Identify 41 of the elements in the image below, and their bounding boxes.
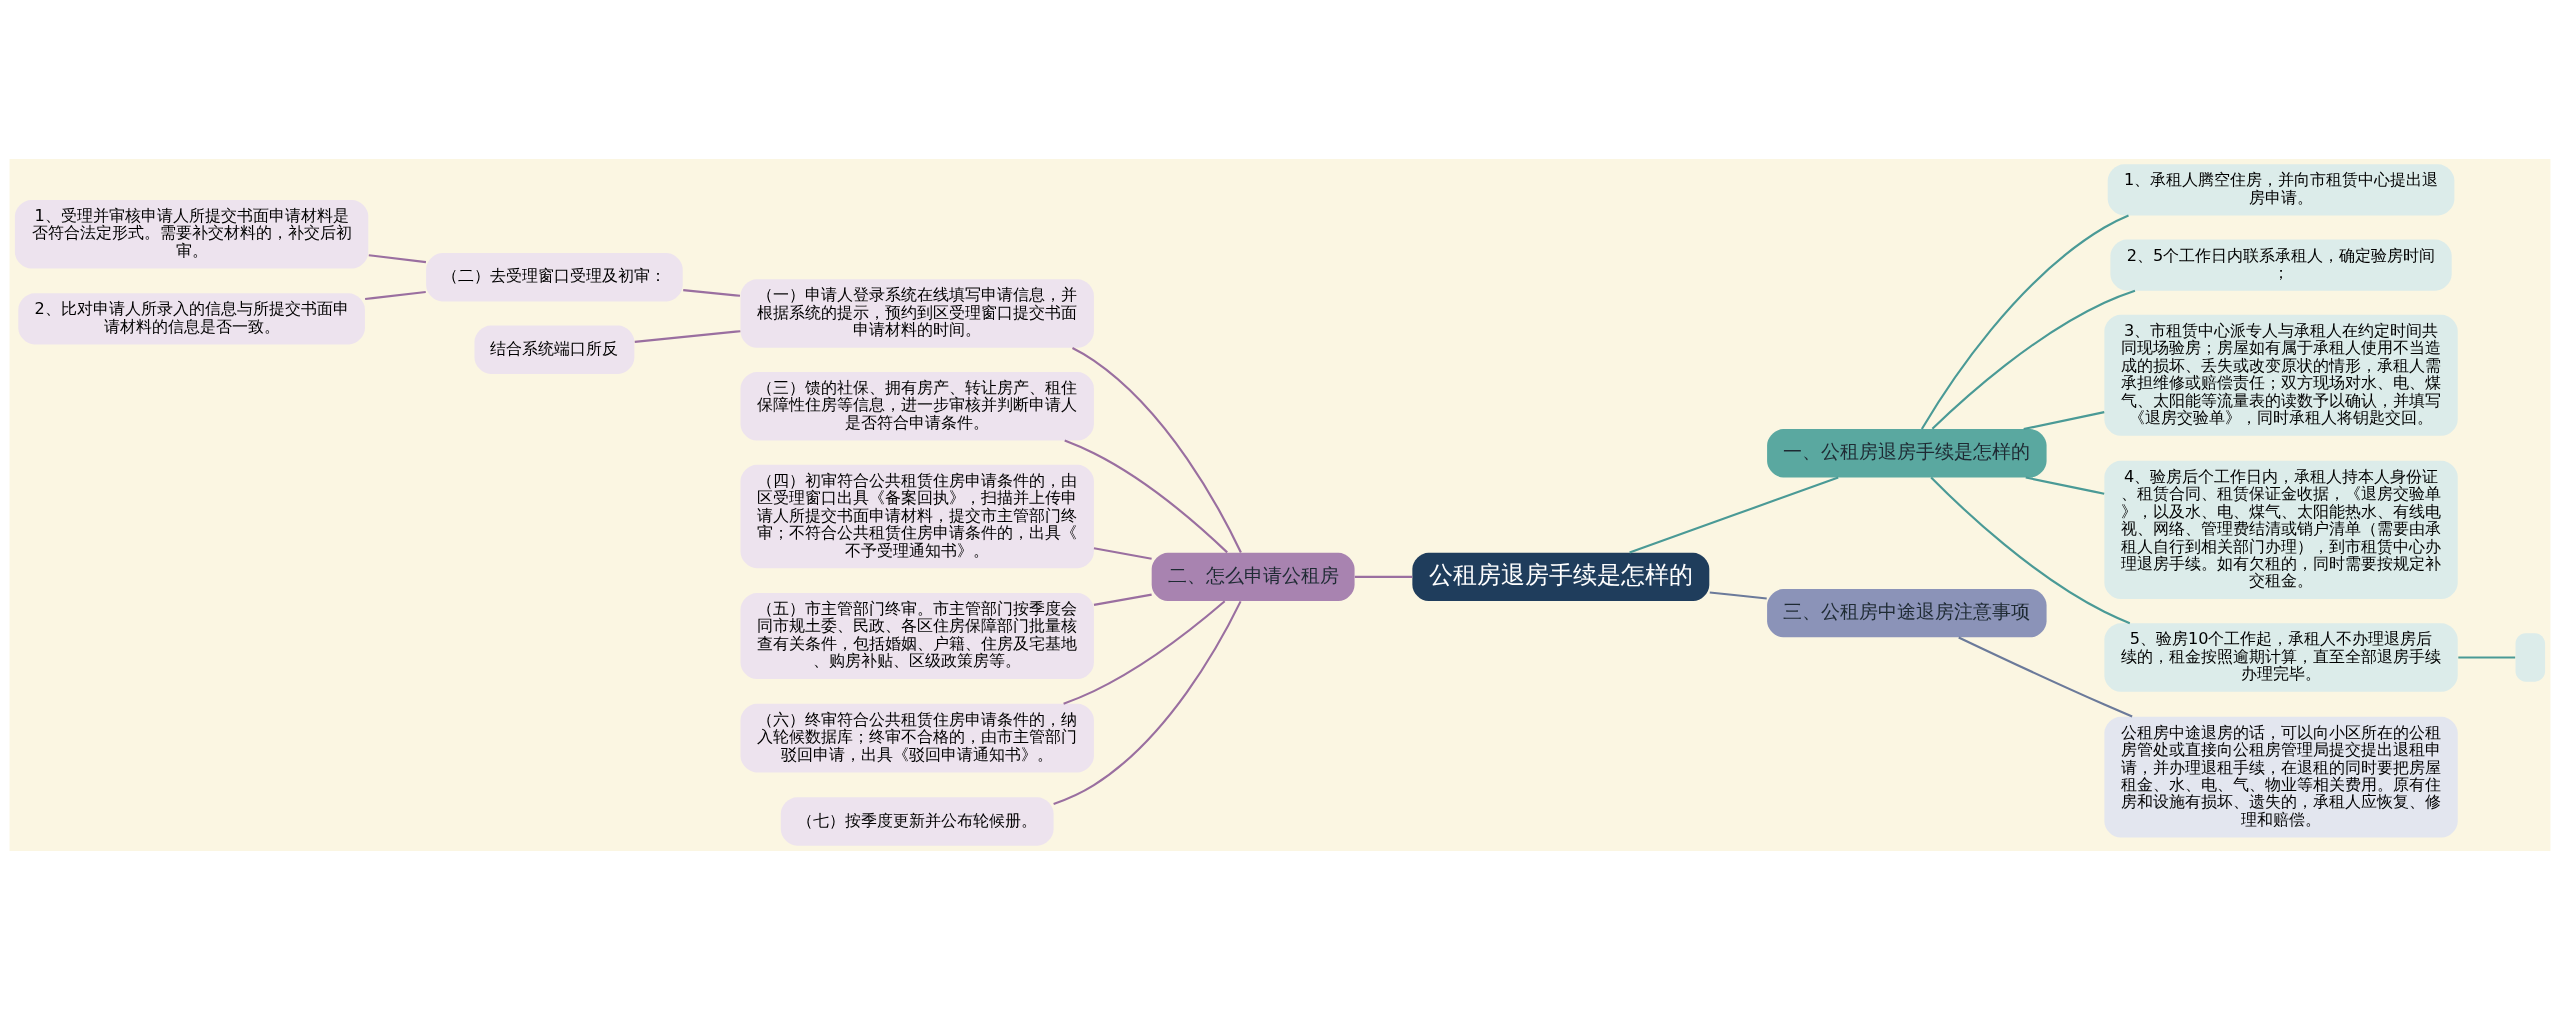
connector — [1629, 476, 1839, 554]
node-box: 4、验房后个工作日内，承租人持本人身份证、租赁合同、租赁保证金收据，《退房交验单》，以及水、电、煤气、太阳能热水、有线电视、网络、管理费结清或销户清单（需要由承租人自行到相关部门办理），到市租赁中心办理退房手续。如有欠租的，同时需要按规定补交租金。 — [2104, 460, 2458, 600]
node-box: （七）按季度更新并公布轮候册。 — [780, 797, 1054, 846]
node-box: 公租房中途退房的话，可以向小区所在的公租房管处或直接向公租房管理局提交提出退租申请，并办理退租手续，在退租的同时要把房屋租金、水、电、气、物业等相关费用。原有住房和设施有损坏、遗失的，承租人应恢复、修理和赔偿。 — [2104, 716, 2458, 838]
node-box: （五）市主管部门终审。市主管部门按季度会同市规土委、民政、各区住房保障部门批量核查有关条件，包括婚姻、户籍、住房及宅基地、购房补贴、区级政策房等。 — [740, 593, 1094, 679]
node-box — [2515, 633, 2546, 682]
node-box: 二、怎么申请公租房 — [1151, 552, 1355, 602]
connector — [634, 330, 741, 343]
connector — [364, 290, 426, 301]
node-box: （一）申请人登录系统在线填写申请信息，并根据系统的提示，预约到区受理窗口提交书面申请材料的时间。 — [740, 279, 1094, 348]
connector — [1709, 591, 1767, 600]
node-box: 三、公租房中途退房注意事项 — [1767, 589, 2047, 638]
connector — [1053, 600, 1242, 805]
node-box: 3、市租赁中心派专人与承租人在约定时间共同现场验房；房屋如有属于承租人使用不当造成的损坏、丢失或改变原状的情形，承租人需承担维修或赔偿责任；双方现场对水、电、煤气、太阳能等流量表的读数予以确认，并填写《退房交验单》，同时承租人将钥匙交回。 — [2104, 314, 2458, 436]
node-box: 公租房退房手续是怎样的 — [1412, 552, 1710, 602]
node-box: 2、5个工作日内联系承租人，确定验房时间； — [2110, 239, 2452, 291]
node-box: （四）初审符合公共租赁住房申请条件的，由区受理窗口出具《备案回执》，扫描并上传申请人所提交书面申请材料，提交市主管部门终审；不符合公共租赁住房申请条件的，出具《不予受理通知书》。 — [740, 464, 1094, 569]
node-box: 1、受理并审核申请人所提交书面申请材料是否符合法定形式。需要补交材料的，补交后初审。 — [14, 200, 369, 269]
connector — [2025, 476, 2105, 495]
connector — [1920, 214, 2129, 430]
connector — [1093, 547, 1152, 560]
connector — [1930, 476, 2131, 625]
connector — [1072, 347, 1242, 554]
connector — [368, 254, 427, 264]
connector — [1958, 636, 2133, 718]
connector — [1063, 600, 1226, 705]
connector — [2458, 656, 2516, 659]
node-box: （二）去受理窗口受理及初审： — [426, 253, 683, 302]
connector — [683, 289, 741, 297]
node-box: （六）终审符合公共租赁住房申请条件的，纳入轮候数据库；终审不合格的，由市主管部门驳回申请，出具《驳回申请通知书》。 — [740, 703, 1094, 773]
node-box: 结合系统端口所反 — [474, 325, 635, 374]
node-box: （三）馈的社保、拥有房产、转让房产、租住保障性住房等信息，进一步审核并判断申请人是否符合申请条件。 — [740, 371, 1094, 441]
connector — [1931, 289, 2136, 430]
node-box: 5、验房10个工作起，承租人不办理退房后续的，租金按照逾期计算，直至全部退房手续办理完毕。 — [2104, 623, 2458, 692]
connector — [2023, 411, 2105, 431]
connector — [1093, 593, 1152, 606]
node-box: 2、比对申请人所录入的信息与所提交书面申请材料的信息是否一致。 — [18, 293, 365, 345]
node-box: 一、公租房退房手续是怎样的 — [1767, 429, 2047, 478]
connector — [1354, 575, 1413, 578]
connector — [1064, 439, 1228, 554]
node-box: 1、承租人腾空住房，并向市租赁中心提出退房申请。 — [2107, 164, 2455, 216]
